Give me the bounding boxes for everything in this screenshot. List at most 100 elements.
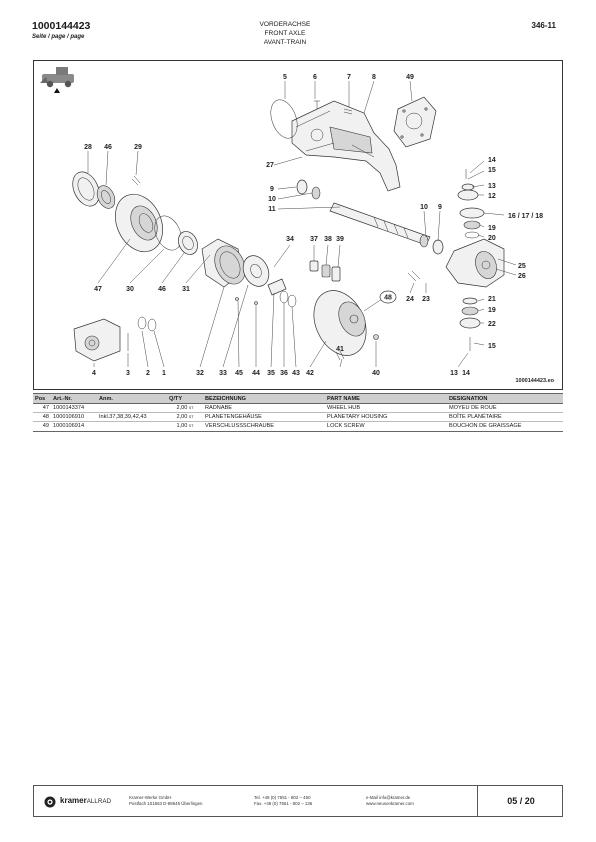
drawing-id: 1000144423.eo	[515, 378, 554, 384]
cover-49	[393, 96, 437, 148]
callout-label: 37	[310, 236, 318, 243]
leader-lines	[87, 80, 517, 368]
part-callouts: 5 6 7 8 49 28 46 29 27 14 15 13 12 9 10 …	[84, 74, 543, 377]
cell-bezeichnung: RADNABE	[203, 403, 325, 414]
callout-label: 20	[488, 235, 496, 242]
cell-part-name: WHEEL HUB	[325, 403, 447, 414]
callout-label: 6	[313, 74, 317, 81]
callout-label: 15	[488, 343, 496, 350]
plug-40	[373, 334, 379, 340]
cell-bezeichnung: VERSCHLUSSSCHRAUBE	[203, 421, 325, 432]
planet-gear-set	[309, 260, 341, 282]
callout-label: 32	[196, 370, 204, 377]
callout-label: 21	[488, 296, 496, 303]
ring-gear-32	[201, 238, 246, 288]
callout-label: 11	[268, 206, 276, 213]
callout-label: 31	[182, 286, 190, 293]
cell-art-nr: 1000143374	[51, 403, 97, 414]
ring-43	[287, 294, 297, 308]
col-part-name: PART NAME	[325, 393, 447, 404]
callout-label: 9	[438, 204, 442, 211]
callout-label: 29	[134, 144, 142, 151]
company-address: Kramer-Werke GmbH Postfach 101563 D-8864…	[129, 795, 203, 806]
col-art-nr: Art.-Nr.	[51, 393, 97, 404]
seal-ring-5	[270, 99, 298, 139]
seal-20	[464, 231, 480, 239]
callout-label: 10	[268, 196, 276, 203]
callout-label: 45	[235, 370, 243, 377]
callout-label: 39	[336, 236, 344, 243]
callout-label: 33	[219, 370, 227, 377]
col-anm: Anm.	[97, 393, 167, 404]
callout-label: 1	[162, 370, 166, 377]
callout-label: 42	[306, 370, 314, 377]
callout-label: 13	[488, 183, 496, 190]
ring-36	[279, 290, 289, 304]
carrier-33	[242, 255, 270, 287]
callout-label: 48	[384, 295, 392, 302]
ring-2	[137, 316, 147, 330]
callout-label: 44	[252, 370, 260, 377]
callout-label: 22	[488, 321, 496, 328]
table-row: 49 1000106914 1,00 ST VERSCHLUSSSCHRAUBE…	[33, 421, 563, 432]
callout-label: 26	[518, 273, 526, 280]
drive-shaft-11	[329, 202, 431, 246]
shim-16-17-18	[459, 207, 485, 219]
callout-label: 8	[372, 74, 376, 81]
callout-label: 27	[266, 162, 274, 169]
callout-label: 3	[126, 370, 130, 377]
callout-label: 10	[420, 204, 428, 211]
callout-label: 15	[488, 167, 496, 174]
cell-anm	[97, 421, 167, 432]
axle-housing	[291, 100, 401, 192]
cell-part-name: PLANETARY HOUSING	[325, 412, 447, 423]
callout-label: 25	[518, 263, 526, 270]
sun-gear-35	[267, 278, 287, 296]
callout-label: 14	[488, 157, 496, 164]
callout-label: 7	[347, 74, 351, 81]
callout-label: 19	[488, 307, 496, 314]
callout-label: 34	[286, 236, 294, 243]
title-french: AVANT-TRAIN	[263, 39, 307, 46]
bolt-24	[407, 270, 421, 282]
bushing-9-right	[432, 239, 444, 255]
callout-label: 43	[292, 370, 300, 377]
seal-46	[96, 185, 116, 209]
cap-12	[457, 189, 479, 201]
cell-part-name: LOCK SCREW	[325, 421, 447, 432]
cell-designation: BOÎTE PLANÉTAIRE	[447, 412, 563, 423]
ring-1	[147, 318, 157, 332]
callout-label: 14	[462, 370, 470, 377]
callout-label: 38	[324, 236, 332, 243]
bearing-46	[178, 231, 198, 255]
pin-45	[235, 297, 239, 301]
callout-label: 47	[94, 286, 102, 293]
cell-pos: 47	[33, 403, 51, 414]
loader-machine-icon	[40, 67, 74, 93]
col-designation: DESIGNATION	[447, 393, 563, 404]
callout-label: 9	[270, 186, 274, 193]
cap-22	[459, 317, 481, 329]
table-row: 48 1000106910 Inkl.37,38,39,42,43 2,00 S…	[33, 412, 563, 423]
bushing-9-left	[296, 179, 308, 195]
table-header-row: Pos Art.-Nr. Anm. Q/TY BEZEICHNUNG PART …	[33, 393, 563, 404]
callout-label: 30	[126, 286, 134, 293]
title-english: FRONT AXLE	[264, 30, 306, 37]
callout-label: 12	[488, 193, 496, 200]
cell-bezeichnung: PLANETENGEHÄUSE	[203, 412, 325, 423]
exploded-view-diagram: 5 6 7 8 49 28 46 29 27 14 15 13 12 9 10 …	[33, 60, 563, 390]
cell-qty: 2,00 ST	[167, 412, 203, 423]
stud-29	[131, 175, 141, 186]
differential-housing-4	[73, 318, 121, 362]
title-german: VORDERACHSE	[259, 21, 311, 28]
col-bezeichnung: BEZEICHNUNG	[203, 393, 325, 404]
bearing-19-lower	[461, 306, 479, 316]
col-qty: Q/TY	[167, 393, 203, 404]
callout-label: 13	[450, 370, 458, 377]
cell-qty: 2,00 ST	[167, 403, 203, 414]
cell-designation: MOYEU DE ROUE	[447, 403, 563, 414]
bolt-41	[335, 350, 345, 361]
cell-anm: Inkl.37,38,39,42,43	[97, 412, 167, 423]
kramer-logo-icon	[44, 796, 56, 808]
cell-qty: 1,00 ST	[167, 421, 203, 432]
